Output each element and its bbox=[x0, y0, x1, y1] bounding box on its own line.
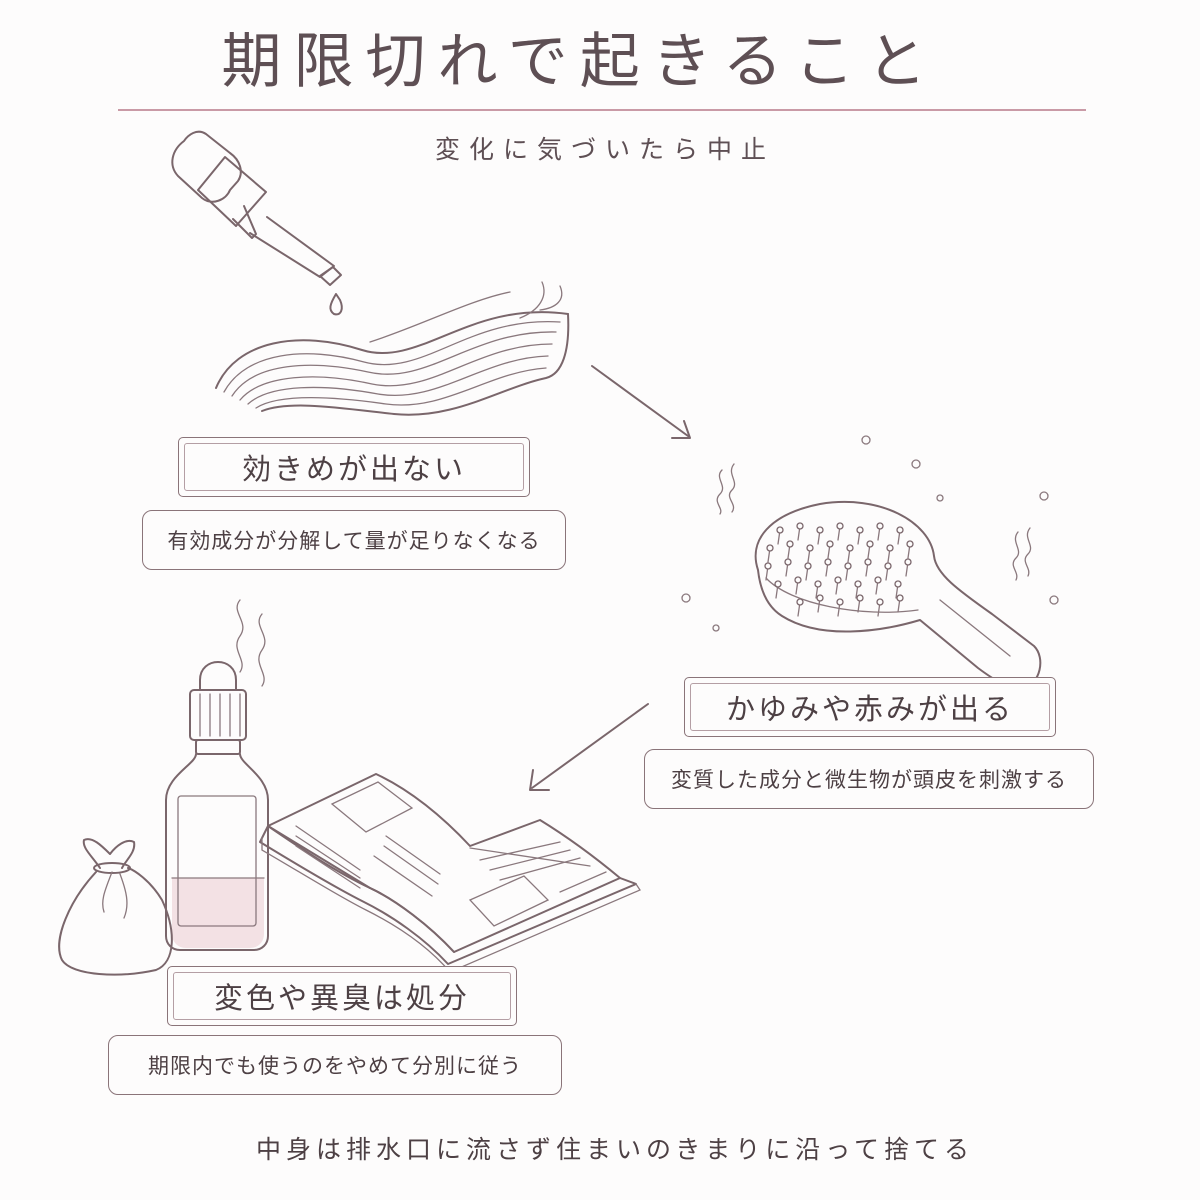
page-subtitle: 変化に気づいたら中止 bbox=[434, 135, 775, 164]
arrow-to-step-2-icon bbox=[591, 365, 691, 439]
dropper-icon bbox=[171, 130, 343, 316]
step-2-label: かゆみや赤みが出る bbox=[684, 677, 1056, 737]
leaflet-icon bbox=[259, 773, 641, 973]
step-3-label: 変色や異臭は処分 bbox=[167, 966, 517, 1026]
step-3-description: 期限内でも使うのをやめて分別に従う bbox=[108, 1035, 562, 1095]
step-3-label-text: 変色や異臭は処分 bbox=[213, 981, 470, 1015]
title-divider bbox=[118, 109, 1086, 111]
cloth-bag-icon bbox=[58, 838, 173, 976]
footer-note: 中身は排水口に流さず住まいのきまりに沿って捨てる bbox=[255, 1135, 974, 1164]
step-3-description-text: 期限内でも使うのをやめて分別に従う bbox=[148, 1054, 522, 1078]
serum-bottle-icon bbox=[165, 661, 269, 951]
step-1-description: 有効成分が分解して量が足りなくなる bbox=[142, 510, 566, 570]
arrow-to-step-3-icon bbox=[529, 703, 649, 791]
step-1-description-text: 有効成分が分解して量が足りなくなる bbox=[167, 529, 541, 553]
step-2-description-text: 変質した成分と微生物が頭皮を刺激する bbox=[671, 768, 1067, 792]
step-1-label-text: 効きめが出ない bbox=[241, 452, 466, 486]
odor-lines-icon bbox=[236, 599, 266, 687]
step-2-label-text: かゆみや赤みが出る bbox=[725, 692, 1014, 726]
page-title: 期限切れで起きること bbox=[221, 27, 939, 97]
step-2-description: 変質した成分と微生物が頭皮を刺激する bbox=[644, 749, 1094, 809]
step-1-label: 効きめが出ない bbox=[178, 437, 530, 497]
hair-strand-icon bbox=[215, 281, 570, 416]
odor-lines-icon bbox=[716, 463, 1032, 581]
flake-dots-icon bbox=[681, 435, 1059, 632]
hairbrush-icon bbox=[754, 500, 1042, 690]
